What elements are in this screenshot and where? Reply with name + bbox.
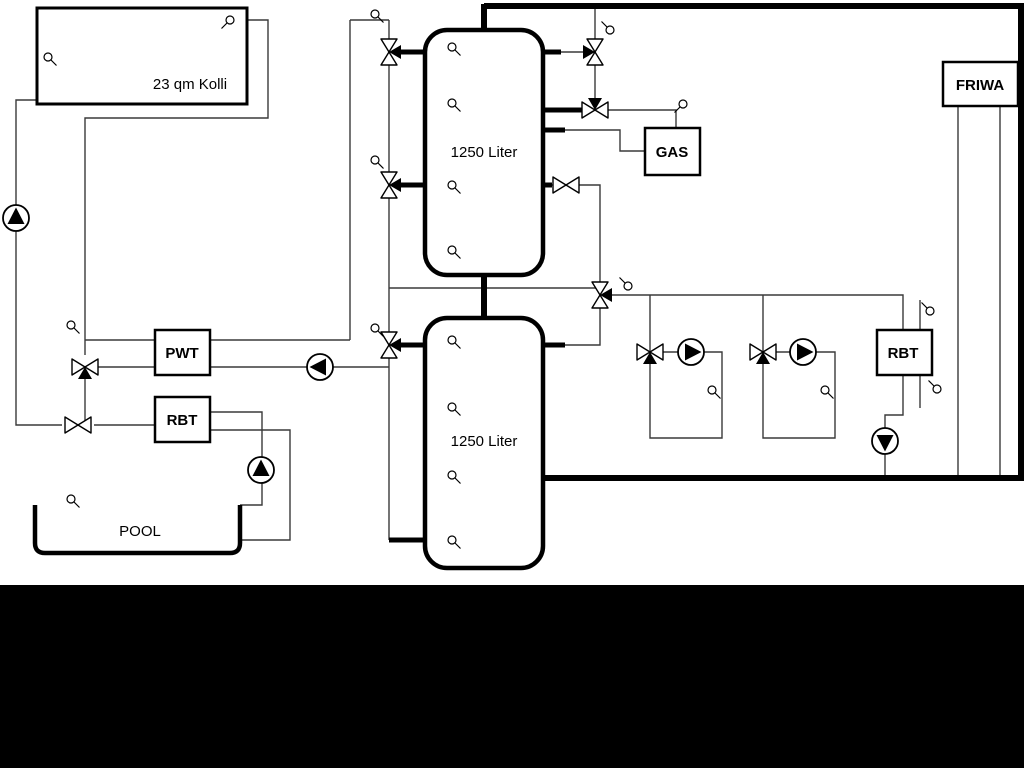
rbt-right-label: RBT: [888, 345, 919, 362]
pwt-label: PWT: [165, 345, 198, 362]
sensor-riser-mid-icon: [370, 155, 385, 170]
valve-pool-line-icon: [64, 416, 92, 434]
valve-tank2-top-icon: [381, 332, 401, 358]
pipe-tank1-right-mid: [552, 184, 601, 283]
pipe-distribution-header: [610, 294, 904, 330]
pwt-heat-exchanger-box: [153, 328, 212, 377]
collector-label: 23 qm Kolli: [153, 76, 227, 93]
bottom-black-panel: [0, 585, 1024, 768]
valve-gas-mixing-icon: [582, 98, 608, 118]
rbt-right-box: [875, 328, 934, 377]
buffer-tank-1: [422, 27, 546, 278]
pipe-main-top-right: [484, 3, 1024, 481]
pipe-collector-supply: [84, 19, 269, 355]
pump-circuit-2-icon: [789, 338, 817, 366]
rbt-left-label: RBT: [167, 412, 198, 429]
pump-rbt-right-icon: [871, 427, 899, 455]
pool-basin: [32, 505, 243, 556]
valve-tank1-mid-icon: [381, 172, 401, 198]
sensor-pool-icon: [66, 494, 81, 509]
pump-pwt-icon: [306, 353, 334, 381]
sensor-rbt-right-bot-icon: [927, 379, 942, 394]
buffer-tank-2: [422, 315, 546, 571]
pump-solar-icon: [2, 204, 30, 232]
friwa-box: [941, 60, 1020, 108]
solar-collector-box: [35, 6, 249, 106]
valve-tank1-right-icon: [552, 176, 580, 194]
pipe-rbt-right-return: [884, 375, 904, 478]
valve-top-right-icon: [583, 39, 603, 65]
pipe-to-gas-top: [605, 109, 677, 128]
thick-pipes: [389, 3, 1024, 543]
gas-label: GAS: [656, 144, 689, 161]
pipe-circuit-2-loop: [762, 295, 836, 439]
sensor-circuit-2-icon: [820, 385, 835, 400]
pipe-pool-return: [210, 429, 291, 541]
valve-tank1-top-icon: [381, 39, 401, 65]
friwa-label: FRIWA: [956, 77, 1004, 94]
sensor-riser-low-icon: [370, 323, 385, 338]
gas-boiler-box: [643, 126, 702, 177]
pipe-collector-return: [15, 99, 62, 426]
valve-distribution-icon: [592, 282, 612, 308]
tank2-label: 1250 Liter: [451, 433, 518, 450]
sensor-distribution-icon: [618, 276, 633, 291]
sensor-gas-inlet-icon: [673, 99, 688, 114]
tank1-label: 1250 Liter: [451, 144, 518, 161]
pool-label: POOL: [119, 523, 161, 540]
sensor-circuit-1-icon: [707, 385, 722, 400]
pump-pool-icon: [247, 456, 275, 484]
pipe-circuit-1-loop: [649, 295, 723, 439]
pipe-to-gas-left: [565, 129, 645, 152]
pump-circuit-1-icon: [677, 338, 705, 366]
valve-pwt-mixing-icon: [72, 359, 98, 379]
sensor-top-valve-icon: [600, 20, 615, 35]
pipe-valve-to-tank2-right: [565, 307, 601, 346]
sensor-rbt-right-top-icon: [920, 301, 935, 316]
sensor-pwt-inlet-icon: [66, 320, 81, 335]
rbt-left-box: [153, 395, 212, 444]
